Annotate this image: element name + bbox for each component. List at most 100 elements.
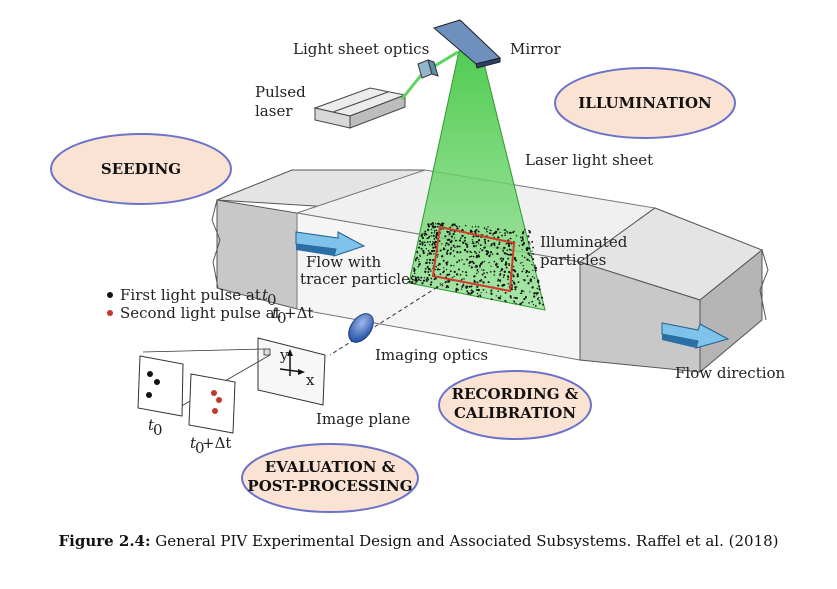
tracer-particle: [486, 230, 488, 233]
tracer-particle: [472, 255, 475, 258]
tracer-particle: [443, 270, 445, 273]
tracer-particle: [477, 242, 480, 244]
tracer-particle: [477, 295, 479, 298]
tracer-particle: [531, 250, 533, 252]
tracer-particle: [426, 276, 429, 280]
figure-caption: Figure 2.4: General PIV Experimental Des…: [0, 532, 837, 550]
tracer-particle: [513, 266, 515, 268]
tracer-particle: [437, 253, 439, 256]
label-frame-t1-dt: +Δt: [202, 434, 231, 452]
tracer-particle: [532, 246, 534, 249]
tracer-particle: [476, 272, 478, 275]
tracer-particle: [440, 249, 442, 251]
tracer-particle: [473, 275, 476, 278]
tracer-particle: [479, 247, 482, 250]
tracer-particle: [446, 273, 449, 277]
tracer-particle: [446, 261, 449, 263]
tracer-particle: [424, 230, 427, 233]
tracer-particle: [489, 251, 493, 254]
tracer-particle: [532, 303, 535, 306]
tracer-particle: [502, 249, 504, 252]
tracer-particle: [534, 265, 536, 268]
tracer-particle: [478, 251, 481, 253]
tracer-particle: [417, 265, 420, 268]
tracer-particle: [501, 284, 504, 287]
tracer-particle: [474, 266, 476, 268]
interrogation-window: [431, 225, 516, 293]
tracer-particle: [540, 296, 544, 299]
label-image-plane: Image plane: [316, 410, 410, 428]
tracer-particle: [439, 273, 442, 276]
tracer-particle: [455, 289, 458, 292]
tracer-particle: [430, 250, 433, 252]
tracer-particle: [431, 243, 434, 246]
tracer-particle: [521, 249, 523, 251]
frame-t0-plus-dt: [188, 373, 236, 434]
tracer-particle: [430, 277, 433, 280]
tracer-particle: [483, 272, 485, 274]
tracer-particle: [490, 243, 493, 246]
tracer-particle: [487, 251, 490, 254]
tracer-particle: [507, 270, 511, 274]
tracer-particle: [538, 299, 540, 302]
tracer-particle: [502, 258, 504, 261]
tracer-particle: [506, 230, 508, 233]
tracer-particle: [449, 240, 452, 244]
label-frame-t1-sub: 0: [195, 439, 205, 457]
tracer-particle: [415, 259, 417, 262]
tracer-particle: [434, 243, 436, 246]
tracer-particle: [528, 254, 531, 257]
tracer-particle: [455, 225, 458, 228]
tracer-particle: [426, 228, 430, 232]
tracer-particle: [454, 239, 457, 242]
label-second-pulse-t: t: [272, 304, 279, 322]
tracer-particle: [512, 231, 515, 234]
label-axis-x: x: [306, 371, 315, 389]
tracer-particle: [487, 239, 490, 242]
tracer-particle: [487, 281, 490, 284]
tracer-particle: [448, 279, 451, 283]
tracer-particle: [433, 238, 436, 240]
tracer-particle: [421, 282, 424, 285]
tracer-particle: [463, 239, 466, 242]
tracer-particle: [479, 295, 482, 298]
tracer-particle: [507, 257, 510, 260]
tracer-particle: [457, 288, 459, 291]
tracer-particle: [515, 302, 517, 305]
tracer-particle: [508, 263, 510, 265]
tracer-particle: [458, 239, 462, 242]
tracer-particle: [461, 285, 464, 288]
tracer-particle: [489, 229, 491, 232]
tracer-particle: [534, 305, 537, 307]
tracer-particle: [436, 225, 439, 228]
tracer-particle: [536, 287, 539, 290]
tracer-particle: [426, 280, 428, 282]
tracer-particle: [458, 268, 460, 271]
tracer-particle: [480, 292, 482, 294]
tracer-particle: [422, 252, 425, 255]
tracer-particle: [432, 246, 435, 249]
tracer-particle: [521, 261, 523, 264]
tracer-particle: [459, 251, 462, 254]
tracer-particle: [499, 270, 501, 273]
tracer-particle: [503, 274, 506, 277]
tracer-particle: [466, 243, 469, 246]
label-tracer-particles: tracer particles: [300, 270, 418, 288]
tracer-particle: [493, 236, 495, 238]
second-pulse-dot: [107, 310, 113, 316]
tracer-particle: [512, 275, 515, 278]
tracer-particle: [455, 287, 458, 291]
tracer-particle: [520, 302, 523, 304]
tracer-particle: [504, 232, 506, 234]
tracer-particle: [475, 256, 478, 259]
tracer-particle: [471, 239, 473, 241]
tracer-particle: [432, 226, 435, 229]
tracer-particle: [460, 288, 463, 290]
tracer-particle: [534, 264, 536, 267]
tracer-particle: [449, 226, 452, 229]
tracer-particle: [520, 292, 523, 295]
tracer-particle: [421, 236, 425, 240]
tracer-particle: [446, 250, 449, 253]
illuminated-particles: [408, 221, 544, 307]
tracer-particle: [468, 285, 471, 288]
